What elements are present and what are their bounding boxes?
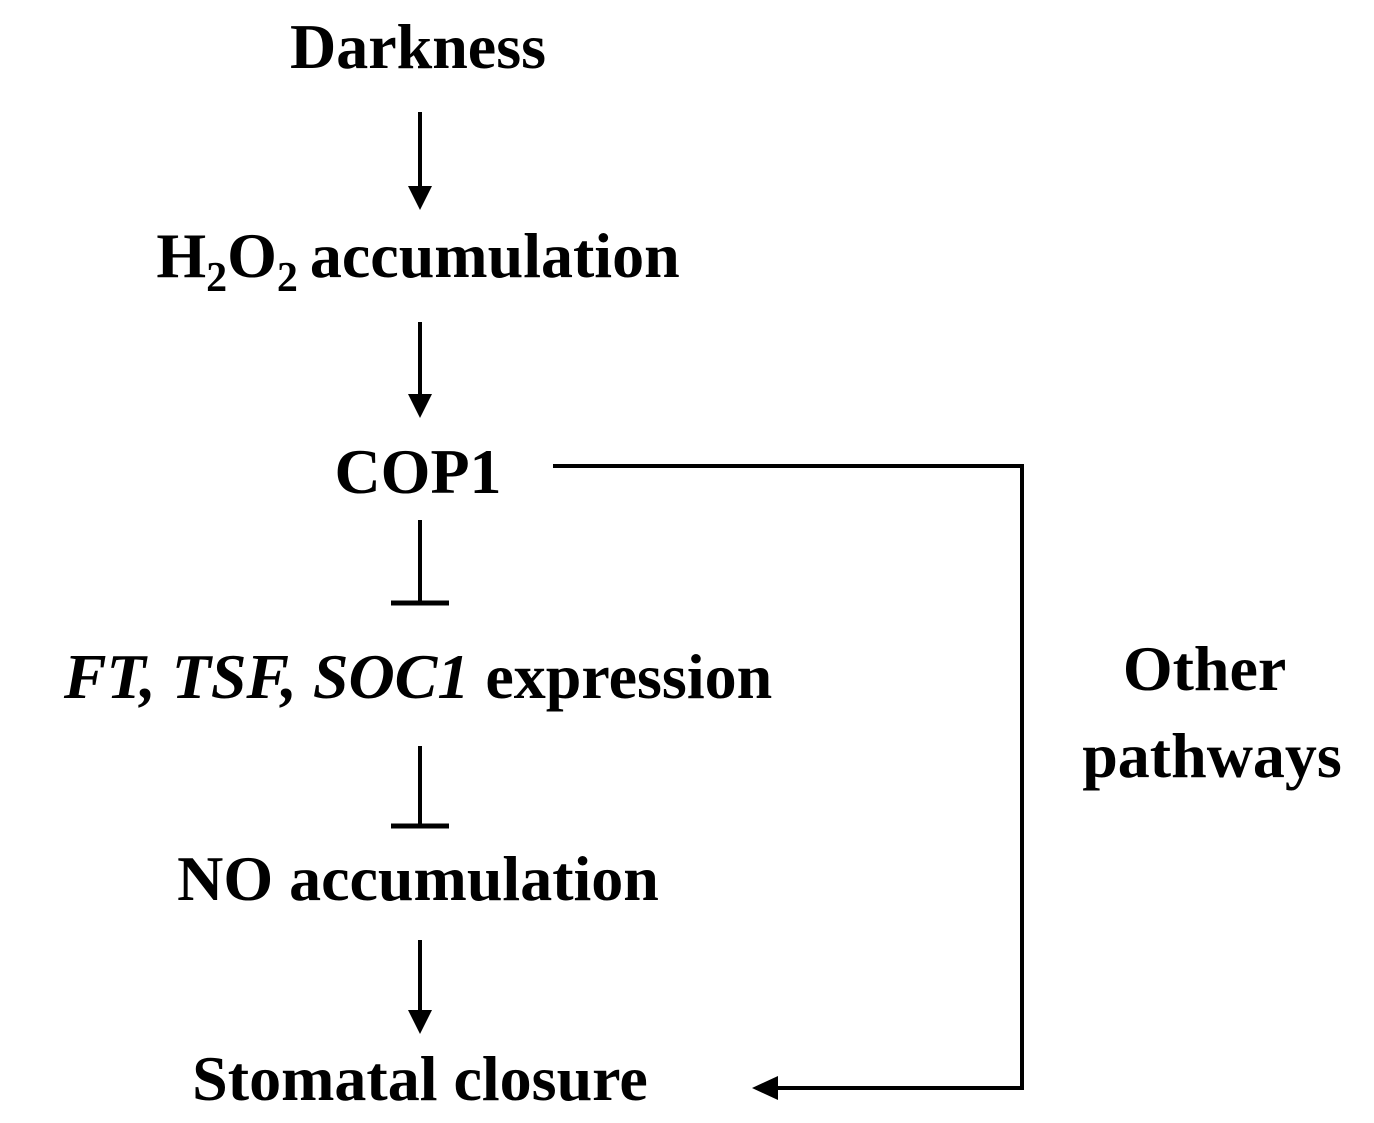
gene-tsf: TSF, bbox=[172, 641, 297, 712]
gene-ft: FT, bbox=[63, 641, 156, 712]
node-gene-expression: FT, TSF, SOC1 expression bbox=[63, 641, 772, 712]
node-stomatal-closure: Stomatal closure bbox=[192, 1043, 648, 1114]
inhibition-cop1-to-genes bbox=[391, 520, 449, 606]
node-cop1: COP1 bbox=[334, 436, 501, 507]
arrow-h2o2-to-cop1 bbox=[408, 322, 432, 418]
label-other-pathways: Other pathways bbox=[1082, 633, 1342, 791]
arrow-darkness-to-h2o2 bbox=[408, 112, 432, 210]
inhibition-genes-to-no bbox=[391, 746, 449, 829]
gene-soc1: SOC1 bbox=[313, 641, 470, 712]
arrow-cop1-other-pathways bbox=[553, 464, 1024, 1100]
node-no-accumulation: NO accumulation bbox=[177, 843, 659, 914]
arrow-no-to-stomatal bbox=[408, 940, 432, 1034]
node-darkness: Darkness bbox=[290, 11, 546, 82]
